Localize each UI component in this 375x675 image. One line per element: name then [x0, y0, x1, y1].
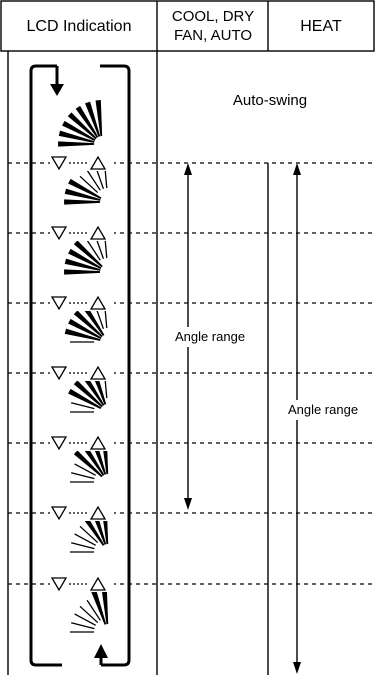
vane-blade-outline: [79, 525, 99, 544]
vane-blade-outline: [86, 239, 101, 261]
vane-blade-filled: [73, 240, 103, 268]
vane-blade-outline: [79, 605, 99, 624]
lcd-loop-frame: [29, 64, 131, 667]
header-heat: HEAT: [300, 18, 342, 35]
loop-right-path: [100, 64, 131, 667]
cool-range-arrow-up-icon: [184, 163, 192, 175]
vane-step-3-icon: [64, 303, 108, 343]
vane-blade-filled: [68, 318, 102, 339]
loop-left-path: [29, 64, 62, 667]
step-markers: [50, 155, 114, 592]
vane-blade-filled: [91, 589, 107, 625]
auto-swing-label: Auto-swing: [233, 92, 307, 109]
triangle-up-icon: [89, 155, 107, 170]
vane-step-4-icon: [68, 369, 108, 413]
vane-blade-outline: [74, 613, 96, 626]
triangle-down-icon: [50, 156, 68, 171]
vane-blade-filled: [73, 450, 103, 478]
triangle-up-icon: [89, 576, 107, 591]
triangle-down-icon: [50, 366, 68, 381]
step-marker-5: [50, 435, 114, 451]
step-marker-2: [50, 225, 114, 241]
vane-blade-outline: [70, 622, 95, 630]
step-marker-1: [50, 155, 114, 171]
triangle-up-icon: [89, 435, 107, 450]
heat-range-arrow-down-icon: [293, 662, 301, 674]
vane-blade-filled: [81, 303, 105, 336]
vane-blade-filled: [62, 120, 96, 141]
vane-blade-outline: [79, 175, 99, 194]
vane-blade-filled: [64, 269, 101, 275]
triangle-down-icon: [50, 577, 68, 592]
triangle-up-icon: [89, 365, 107, 380]
vane-auto-swing-icon: [58, 100, 103, 147]
vane-blade-filled: [81, 513, 105, 546]
vane-blade-filled: [81, 443, 105, 476]
vane-blade-filled: [68, 388, 102, 409]
step-marker-7: [50, 576, 114, 592]
cool-angle-range: Angle range: [162, 163, 258, 510]
vane-blade-filled: [95, 100, 103, 137]
vane-blade-outline: [86, 599, 101, 621]
triangle-up-icon: [89, 505, 107, 520]
heat-angle-range: Angle range: [272, 163, 372, 674]
step-separators: [8, 162, 375, 585]
vane-step-2-icon: [64, 234, 108, 275]
step-marker-4: [50, 365, 114, 381]
vane-blade-filled: [81, 373, 105, 406]
vane-blade-outline: [70, 402, 95, 410]
step-marker-6: [50, 505, 114, 521]
vane-blade-filled: [64, 188, 101, 201]
vane-blade-filled: [64, 258, 101, 271]
vane-blade-filled: [58, 130, 95, 143]
header-fan-auto-line2: FAN, AUTO: [174, 27, 252, 44]
cool-range-arrow-down-icon: [184, 498, 192, 510]
vane-blade-outline: [74, 463, 96, 476]
triangle-down-icon: [50, 436, 68, 451]
arrow-down-icon: [50, 84, 64, 96]
vane-icons: [58, 100, 109, 633]
header-border: [0, 0, 375, 52]
triangle-down-icon: [50, 296, 68, 311]
triangle-up-icon: [89, 225, 107, 240]
table-header: LCD Indication COOL, DRY FAN, AUTO HEAT: [0, 0, 375, 52]
vane-blade-outline: [70, 542, 95, 550]
triangle-down-icon: [50, 226, 68, 241]
vane-blade-filled: [68, 248, 102, 269]
vane-blade-filled: [58, 141, 95, 147]
vane-step-7-icon: [70, 588, 109, 633]
step-marker-3: [50, 295, 114, 311]
header-lcd-indication: LCD Indication: [27, 18, 132, 35]
heat-range-label: Angle range: [288, 402, 358, 417]
vane-blade-filled: [73, 310, 103, 338]
cool-range-label: Angle range: [175, 329, 245, 344]
triangle-up-icon: [89, 295, 107, 310]
vane-blade-filled: [73, 380, 103, 408]
vane-blade-outline: [70, 472, 95, 480]
header-cool-dry-line1: COOL, DRY: [172, 8, 254, 25]
vane-blade-filled: [67, 112, 97, 140]
vane-blade-outline: [74, 533, 96, 546]
vane-blade-filled: [64, 328, 101, 341]
vane-blade-filled: [101, 588, 109, 625]
vane-blade-filled: [75, 105, 99, 138]
heat-range-label-bg: [272, 400, 372, 420]
triangle-down-icon: [50, 506, 68, 521]
vane-blade-filled: [85, 101, 101, 137]
heat-range-arrow-up-icon: [293, 163, 301, 175]
vane-blade-outline: [86, 169, 101, 191]
arrow-up-icon: [94, 644, 108, 658]
cool-range-label-bg: [162, 327, 258, 347]
vane-blade-filled: [68, 178, 102, 199]
vane-blade-filled: [64, 199, 101, 205]
